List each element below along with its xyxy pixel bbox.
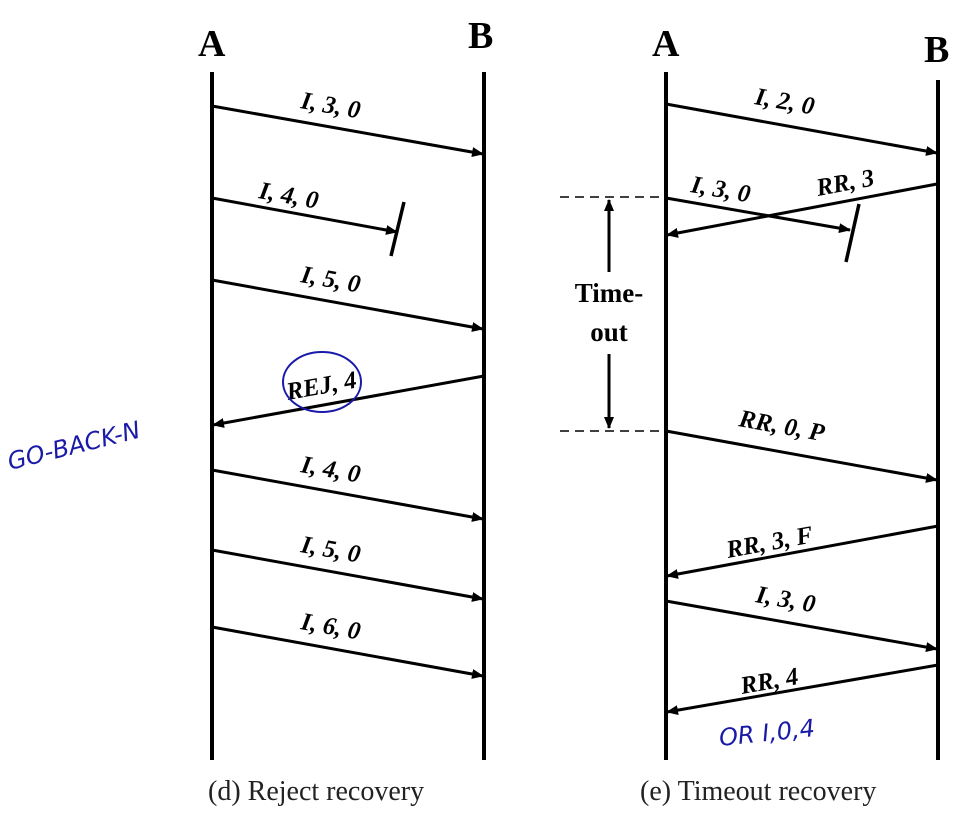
right-frame-arrow-3 [666,182,938,238]
right-panel-caption: (e) Timeout recovery [640,776,876,807]
left-frame-arrow-1 [211,104,484,158]
left-frame-arrow-2 [211,196,398,235]
left-frame-label-5: I, 4, 0 [298,451,363,488]
right-frame-arrow-7 [666,663,939,716]
left-frame-lost-marker [389,201,406,257]
left-frame-arrow-3 [211,278,484,332]
timeout-label-line2: out [590,317,628,347]
right-frame-label-6: I, 3, 0 [753,581,818,618]
left-frame-label-3: I, 5, 0 [298,261,363,298]
right-station-a-label: A [652,23,680,65]
right-frame-arrow-5 [666,524,939,579]
left-station-b-label: B [468,15,493,57]
right-frame-arrow-1 [665,102,938,156]
timeout-recovery-panel: A B I, 2, 0 I, 3, 0 RR, 3 Time- out RR, … [560,23,949,807]
right-frame-arrow-2 [665,196,851,234]
right-frame-lost-marker [844,203,861,263]
left-frame-arrow-7 [211,625,484,679]
go-back-n-annotation: GO-BACK-N [5,416,144,476]
right-frame-arrow-4 [665,429,938,483]
right-frame-label-1: I, 2, 0 [752,83,817,120]
rej-circle-annotation [282,351,362,413]
right-frame-label-4: RR, 0, P [736,405,827,447]
left-frame-arrow-4 [212,374,485,428]
or-alternative-annotation: OR I,0,4 [718,714,816,752]
left-panel-caption: (d) Reject recovery [208,776,424,807]
right-station-b-label: B [924,29,949,71]
right-frame-label-7: RR, 4 [737,663,800,700]
left-frame-arrow-5 [211,468,484,522]
left-frame-label-1: I, 3, 0 [298,87,363,124]
right-frame-arrow-6 [665,599,938,653]
left-frame-label-6: I, 5, 0 [298,531,363,568]
reject-recovery-panel: A B I, 3, 0 I, 4, 0 I, 5, 0 REJ, 4 I, 4,… [5,15,494,807]
left-frame-label-7: I, 6, 0 [298,608,363,645]
left-frame-arrow-6 [211,548,484,602]
timeout-label-line1: Time- [575,278,644,308]
left-station-a-label: A [198,23,226,65]
